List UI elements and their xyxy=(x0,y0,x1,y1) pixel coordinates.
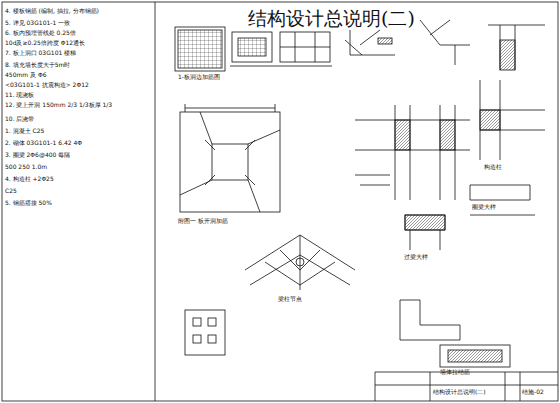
title-block-text: 结施-02 xyxy=(522,389,544,396)
note-text: C25 xyxy=(5,188,17,195)
note-text: 450mm 及 Φ6 xyxy=(5,72,47,79)
note-text: 1. 混凝土 C25 xyxy=(5,128,44,135)
figure-caption: 墙体拉结筋 xyxy=(440,369,470,376)
figure-caption: 附图一 板开洞加筋 xyxy=(178,218,228,225)
figure-caption: 梁柱节点 xyxy=(278,296,302,303)
note-text: 7. 板上洞口 03G101 楼梯 xyxy=(5,50,76,57)
figure-caption: 构造柱 xyxy=(484,164,502,171)
note-text: <03G101-1 抗震构造> 2Φ12 xyxy=(5,82,89,89)
sheet-title: 结构设计总说明(二) xyxy=(248,6,415,32)
note-text: 500 250 1.0m xyxy=(5,164,47,171)
note-text: 8. 填充墙长度大于5m时 xyxy=(5,62,70,69)
note-text: 5. 详见 03G101-1 一致 xyxy=(5,20,70,27)
note-text: 4. 构造柱 +2Φ25 xyxy=(5,176,54,183)
figure-caption: 1-板洞边加筋图 xyxy=(178,74,220,81)
figure-caption: 过梁大样 xyxy=(404,254,428,261)
note-text: 4. 楼板钢筋 (编制, 抽拉, 分布钢筋) xyxy=(5,8,99,15)
note-text: 3. 圈梁 2Φ6@400 每隔 xyxy=(5,152,70,159)
title-block-text: 结构设计总说明(二) xyxy=(433,389,486,396)
note-text: 2. 砌体 03G101-1 6.42 4Φ xyxy=(5,140,82,147)
note-text: 10d及≥0.25倍跨度 Φ12通长 xyxy=(5,40,85,47)
note-text: 11. 现浇板 xyxy=(5,92,34,99)
note-text: 12. 梁上开洞 150mm 2/3 1/3板厚 1/3 xyxy=(5,102,112,109)
note-text: 6. 板内预埋管线处 0.25倍 xyxy=(5,30,76,37)
figure-caption: 圈梁大样 xyxy=(472,204,496,211)
note-text: 10. 后浇带 xyxy=(5,116,34,123)
note-text: 5. 钢筋搭接 50% xyxy=(5,200,52,207)
